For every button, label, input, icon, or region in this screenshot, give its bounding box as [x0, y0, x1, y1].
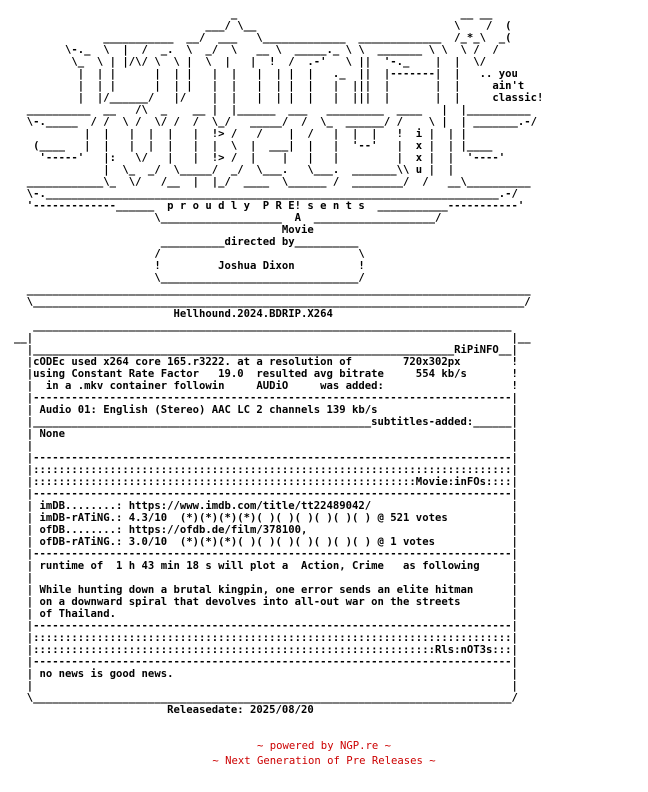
footer-powered-by: ~ powered by NGP.re ~: [257, 740, 391, 752]
footer-tagline: ~ Next Generation of Pre Releases ~: [212, 755, 436, 767]
nfo-ascii-art: _ __ __ ___/ \__ \ / ( ___________ __/ _…: [14, 8, 544, 716]
